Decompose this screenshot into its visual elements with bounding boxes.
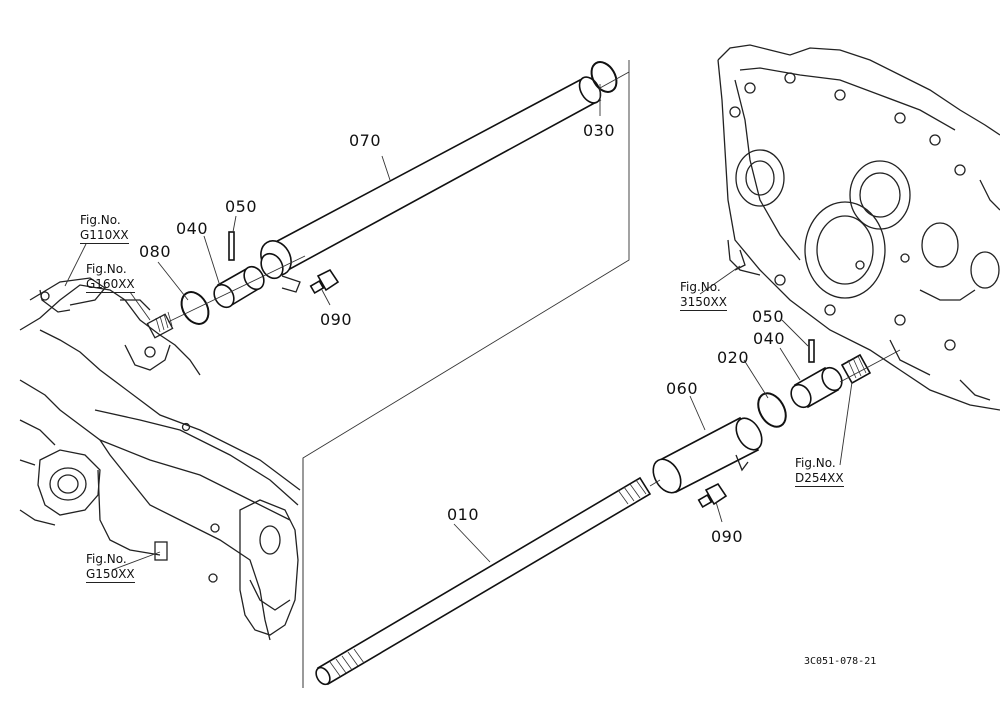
- label-part-040-left: 040: [176, 219, 209, 238]
- drawing-code: 3C051-078-21: [804, 656, 877, 667]
- part-040-collar-left: [213, 265, 265, 309]
- part-010-shaft: [315, 476, 652, 686]
- figure-ref-g160-line2: G160XX: [86, 277, 135, 293]
- part-090-nipple-right: [697, 482, 728, 509]
- figure-ref-d254: Fig.No. D254XX: [795, 456, 844, 487]
- transmission-case: [717, 44, 1000, 411]
- figure-ref-d254-line1: Fig.No.: [795, 456, 836, 470]
- figure-ref-3150: Fig.No. 3150XX: [680, 280, 727, 311]
- label-part-020: 020: [717, 348, 750, 367]
- part-060-sleeve: [652, 416, 763, 494]
- explode-frame: [302, 60, 630, 688]
- figure-ref-g110-line1: Fig.No.: [80, 213, 121, 227]
- figure-ref-g150-line2: G150XX: [86, 567, 135, 583]
- part-080-o-ring: [180, 291, 210, 325]
- label-part-010: 010: [447, 505, 480, 524]
- part-030-o-ring: [590, 61, 618, 93]
- figure-ref-d254-line2: D254XX: [795, 471, 844, 487]
- part-050-pin-right: [808, 339, 815, 363]
- figure-ref-g110: Fig.No. G110XX: [80, 213, 129, 244]
- figure-ref-g150-line1: Fig.No.: [86, 552, 127, 566]
- left-axle-housing: [19, 277, 301, 641]
- figure-ref-g110-line2: G110XX: [80, 228, 129, 244]
- figure-ref-3150-line2: 3150XX: [680, 295, 727, 311]
- figure-ref-g160-line1: Fig.No.: [86, 262, 127, 276]
- label-part-050-right: 050: [752, 307, 785, 326]
- label-part-070: 070: [349, 131, 382, 150]
- label-part-040-right: 040: [753, 329, 786, 348]
- label-part-080: 080: [139, 242, 172, 261]
- leader-lines: [64, 71, 901, 571]
- part-050-pin-left: [228, 231, 235, 261]
- figure-ref-g150: Fig.No. G150XX: [86, 552, 135, 583]
- figure-ref-g160: Fig.No. G160XX: [86, 262, 135, 293]
- part-020-o-ring: [757, 392, 787, 428]
- label-part-050-left: 050: [225, 197, 258, 216]
- part-090-nipple-left: [309, 268, 340, 295]
- figure-ref-3150-line1: Fig.No.: [680, 280, 721, 294]
- label-part-090-left: 090: [320, 310, 353, 329]
- part-070-tube: [260, 76, 602, 293]
- label-part-090-right: 090: [711, 527, 744, 546]
- label-part-030: 030: [583, 121, 616, 140]
- part-040-collar-right: [790, 366, 843, 409]
- label-part-060: 060: [666, 379, 699, 398]
